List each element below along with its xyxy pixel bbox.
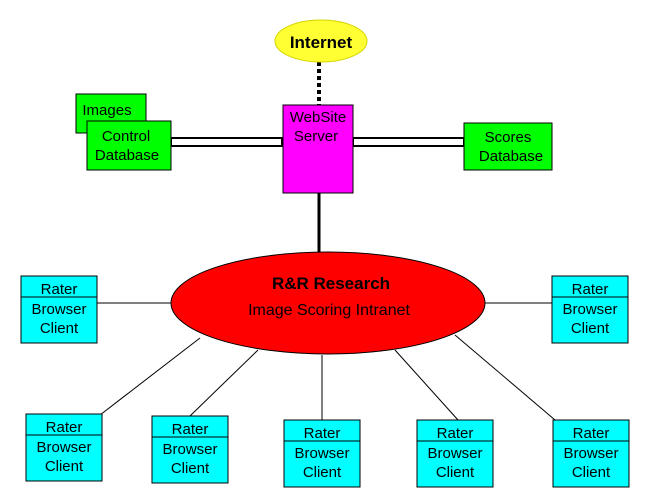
control-database: Control Database (86, 120, 172, 171)
intranet-title: R&R Research (272, 274, 390, 293)
rater-label: Rater (41, 281, 78, 298)
client-label: Client (571, 320, 610, 337)
browser-label: Browser (36, 439, 91, 456)
client-link-1 (99, 337, 201, 416)
rater-label: Rater (172, 421, 209, 438)
rater-label: Rater (46, 419, 83, 436)
server-label-line1: WebSite (290, 109, 346, 126)
browser-label: Browser (562, 301, 617, 318)
client-label: Client (436, 464, 475, 481)
client-label: Client (45, 458, 84, 475)
rater-clients: RaterBrowserClientRaterBrowserClientRate… (20, 275, 630, 488)
control-db-line1: Control (102, 128, 150, 145)
scores-database: Scores Database (463, 122, 553, 171)
browser-label: Browser (294, 445, 349, 462)
client-link-5 (454, 334, 556, 421)
browser-label: Browser (162, 441, 217, 458)
intranet-subtitle: Image Scoring Intranet (248, 302, 410, 319)
client-label: Client (572, 464, 611, 481)
client-label: Client (40, 320, 79, 337)
internet-label: Internet (290, 33, 353, 52)
rater-label: Rater (572, 281, 609, 298)
scores-db-line1: Scores (485, 129, 532, 146)
client-link-2 (189, 349, 259, 417)
internet-node: Internet (274, 19, 368, 63)
scores-db-line2: Database (479, 148, 543, 165)
client-label: Client (171, 460, 210, 477)
rater-label: Rater (437, 425, 474, 442)
control-db-link (170, 137, 283, 147)
website-server: WebSite Server (282, 104, 354, 194)
rater-label: Rater (573, 425, 610, 442)
client-label: Client (303, 464, 342, 481)
client-link-4 (394, 349, 459, 421)
browser-label: Browser (427, 445, 482, 462)
browser-label: Browser (31, 301, 86, 318)
scores-db-link (352, 137, 465, 147)
server-label-line2: Server (294, 128, 338, 145)
rater-label: Rater (304, 425, 341, 442)
images-label: Images (82, 102, 131, 119)
control-db-line2: Database (95, 147, 159, 164)
browser-label: Browser (563, 445, 618, 462)
intranet-hub: R&R Research Image Scoring Intranet (170, 251, 486, 355)
